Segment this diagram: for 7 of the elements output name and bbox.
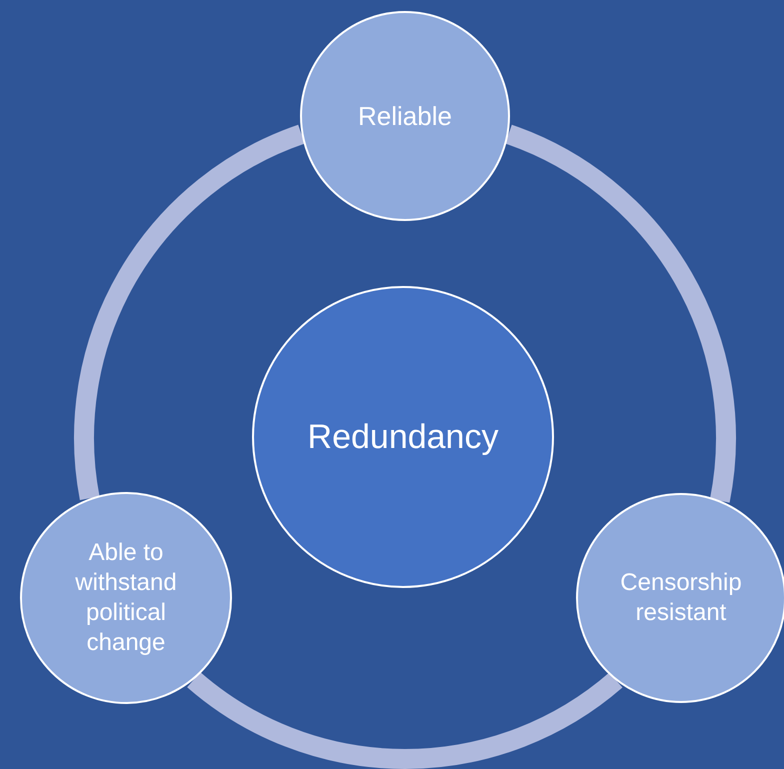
- ring-arc: [188, 672, 622, 769]
- node-label: Redundancy: [308, 416, 498, 458]
- node-label: Reliable: [358, 100, 452, 132]
- node-label: Able to withstand political change: [74, 538, 178, 658]
- ring-arc: [504, 124, 736, 502]
- ring-arc: [74, 124, 306, 500]
- node-label: Censorship resistant: [619, 568, 743, 628]
